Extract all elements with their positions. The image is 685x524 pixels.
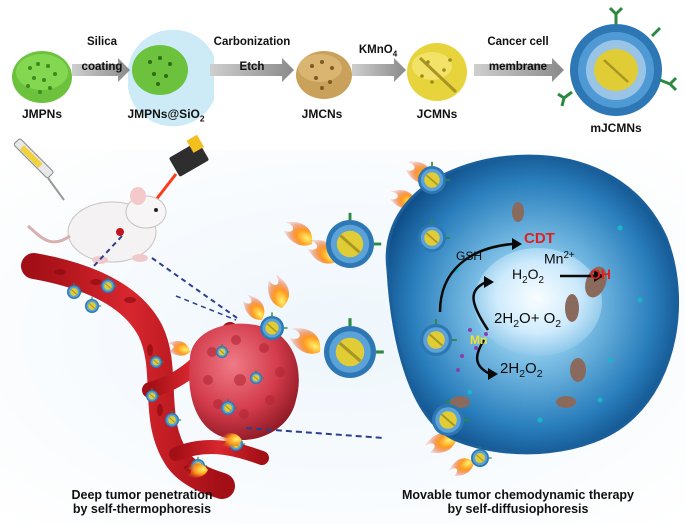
large-nanoparticle <box>326 212 382 268</box>
step-label-jcmns: JCMNs <box>416 107 458 121</box>
large-nanoparticle <box>432 399 469 436</box>
flame-icon <box>283 221 313 246</box>
reaction-arrowheads <box>484 238 604 380</box>
nucleus <box>474 248 602 356</box>
zoom-line-tumor <box>175 295 237 321</box>
large-nanoparticle <box>324 318 384 378</box>
cell-nanoparticles <box>324 161 492 467</box>
large-nanoparticle <box>418 161 451 194</box>
water-oxygen-label: 2H2O+ O2 <box>494 310 562 330</box>
step-label-jmpns: JMPNs <box>21 107 63 121</box>
step-label-mjcmns: mJCMNs <box>590 121 642 135</box>
large-nanoparticle <box>418 219 451 252</box>
small-nanoparticle <box>101 276 118 293</box>
h2o2-bottom-label: 2H2O2 <box>500 360 543 380</box>
h2o2-top-label: H2O2 <box>512 266 544 286</box>
small-nanoparticle <box>146 388 160 402</box>
large-nanoparticle <box>471 446 492 467</box>
small-nanoparticle <box>216 344 230 358</box>
small-nanoparticle <box>260 312 288 340</box>
flame-icon <box>167 340 190 356</box>
flame-icon <box>243 294 265 321</box>
small-nanoparticle <box>85 296 102 313</box>
hydroxyl-label: OH <box>590 266 611 282</box>
flame-icon <box>448 458 474 477</box>
flame-icon <box>183 463 208 478</box>
jmpn-particle-icon <box>12 51 72 103</box>
small-nanoparticle <box>221 398 238 415</box>
small-nanoparticle <box>150 354 164 368</box>
small-nanoparticle <box>165 410 182 427</box>
flame-icon <box>217 433 242 448</box>
mn-catalyst-label: Mn <box>470 333 488 347</box>
gsh-label: GSH <box>456 249 483 263</box>
flame-icon <box>267 274 290 308</box>
zoom-line-left <box>91 235 123 269</box>
arrow-label-kmno4: KMnO4 <box>358 44 398 59</box>
cdt-label: CDT <box>524 230 555 247</box>
step-label-jmpns-sio2: JMPNs@SiO2 <box>127 107 205 124</box>
flame-icon <box>289 328 321 354</box>
small-nanoparticle <box>67 282 84 299</box>
reaction-arrows <box>438 242 594 376</box>
process-arrows <box>72 58 564 82</box>
step-label-jmcns: JMCNs <box>301 107 343 121</box>
jmpn-sio2-particle-icon <box>127 29 214 127</box>
mn2-label: Mn2+ <box>544 250 575 267</box>
mouse-icon <box>27 187 167 264</box>
syringe-icon <box>13 138 65 201</box>
small-nanoparticle <box>250 370 264 384</box>
flame-icon <box>424 433 456 454</box>
jcmn-particle-icon <box>407 43 467 101</box>
jmcn-particle-icon <box>296 51 352 99</box>
cancer-cell <box>385 154 680 455</box>
thermal-flames <box>167 161 474 478</box>
mjcmn-particle-icon <box>557 6 678 116</box>
large-nanoparticle <box>420 319 457 356</box>
zoom-line-cell <box>245 427 385 439</box>
tumor <box>189 323 299 441</box>
